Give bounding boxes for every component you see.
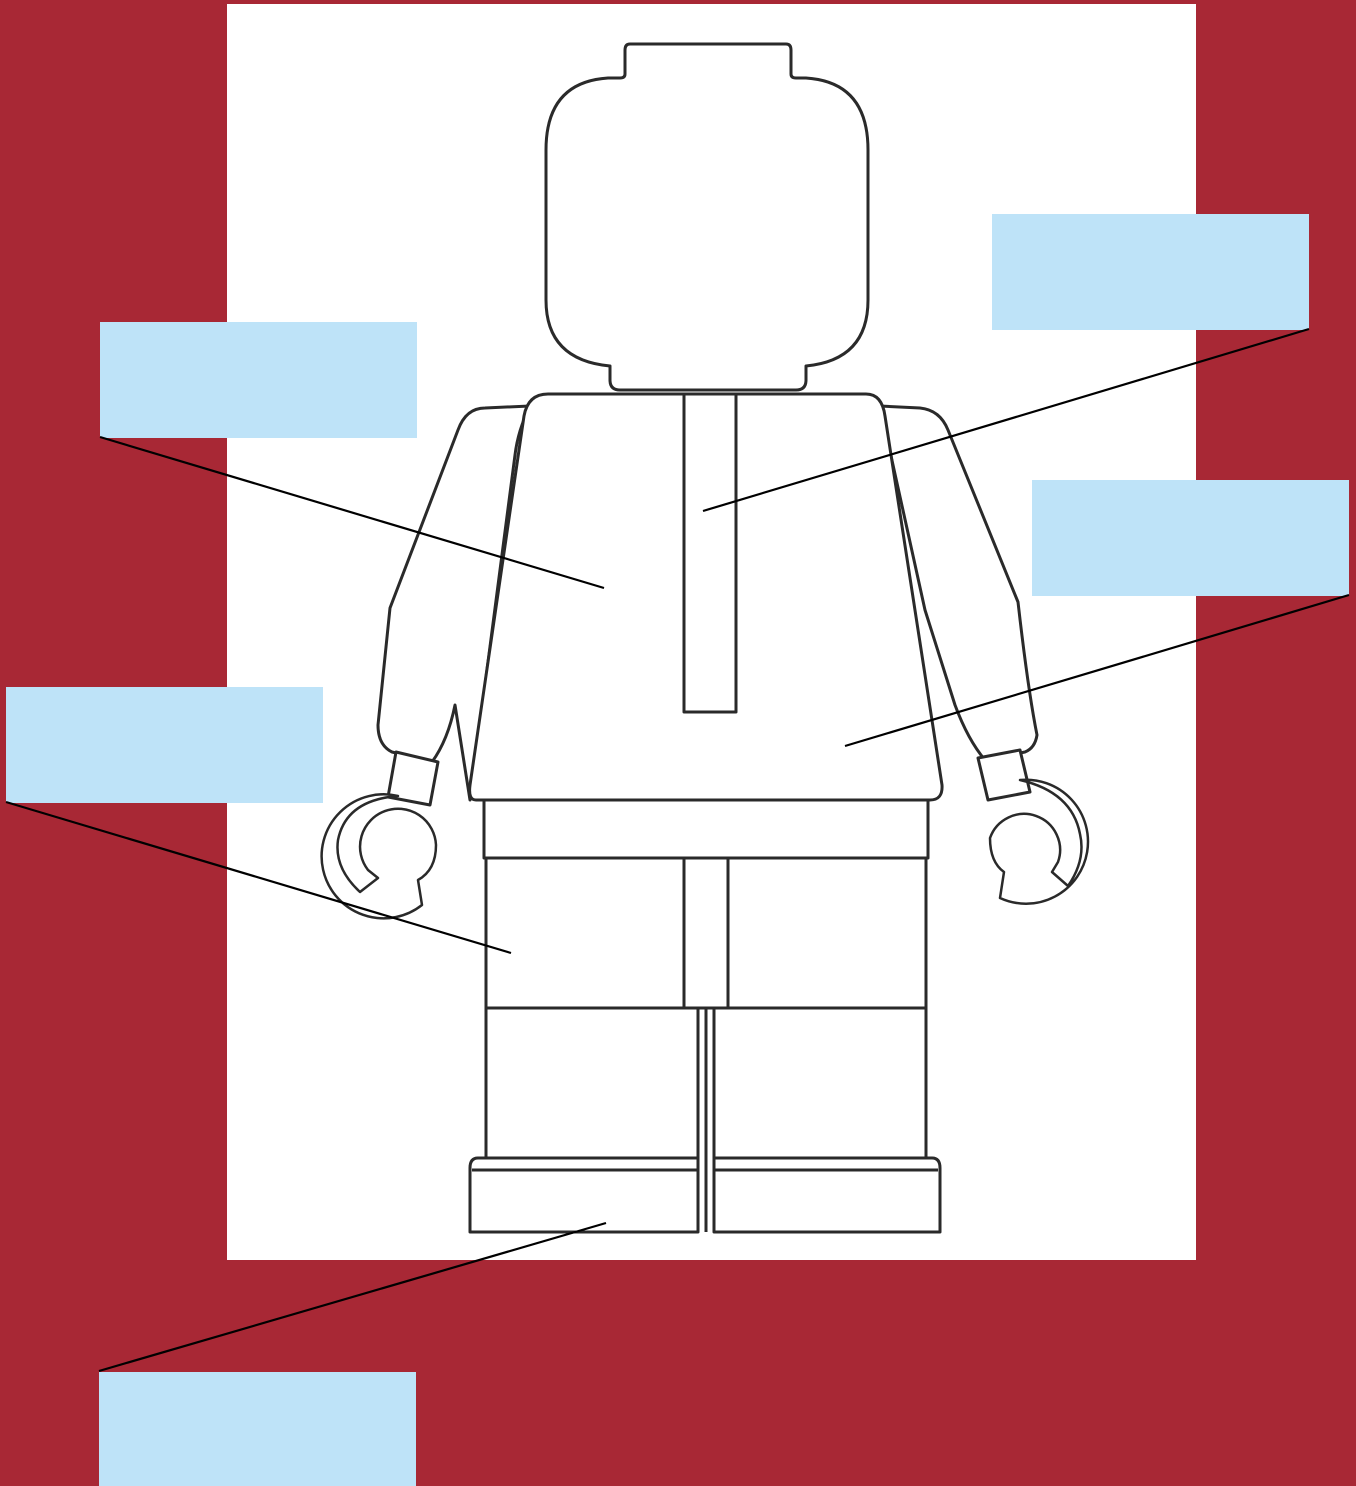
minifigure-left-thigh: [486, 858, 684, 1008]
minifigure-collar-strip: [684, 394, 736, 712]
minifigure-left-hand: [322, 794, 436, 918]
label-box-side[interactable]: [1032, 480, 1349, 596]
minifigure-hips: [484, 800, 928, 858]
minifigure-right-shin: [714, 1008, 926, 1158]
label-box-hips[interactable]: [6, 687, 323, 803]
minifigure-head: [546, 44, 868, 390]
label-box-feet[interactable]: [99, 1372, 416, 1486]
label-box-torso[interactable]: [100, 322, 417, 438]
minifigure-right-wrist: [978, 750, 1030, 800]
minifigure-right-thigh: [728, 858, 926, 1008]
minifigure-crotch: [684, 858, 728, 1008]
label-box-collar[interactable]: [992, 214, 1309, 330]
minifigure-left-shin: [486, 1008, 698, 1158]
